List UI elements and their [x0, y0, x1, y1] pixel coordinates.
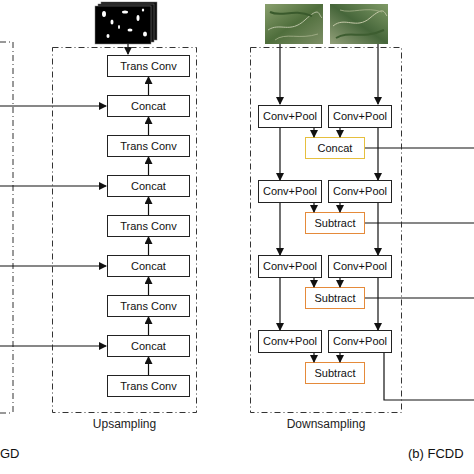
flow-arrow — [339, 203, 340, 212]
flow-arrow — [148, 77, 149, 95]
box-text: Conv+Pool — [333, 260, 387, 272]
layer-box: Conv+Pool — [328, 255, 392, 278]
concat-box: Concat — [305, 137, 365, 159]
layer-box: Concat — [107, 335, 190, 357]
flow-arrow — [279, 278, 280, 330]
section-title: Downsampling — [250, 417, 402, 431]
layer-box: Trans Conv — [107, 375, 190, 397]
box-text: Conv+Pool — [333, 335, 387, 347]
flow-arrow — [313, 353, 314, 362]
layer-box: Conv+Pool — [328, 180, 392, 203]
section-frame: DownsamplingConv+PoolConv+PoolConcatConv… — [250, 47, 402, 413]
box-text: Subtract — [315, 367, 356, 379]
section-frame: UpsamplingTrans ConvConcatTrans ConvConc… — [52, 47, 197, 413]
box-text: Conv+Pool — [333, 110, 387, 122]
layer-box: Concat — [107, 175, 190, 197]
section-title: Upsampling — [52, 417, 197, 431]
box-text: Conv+Pool — [333, 185, 387, 197]
flow-arrow — [148, 317, 149, 335]
caption-label: GD — [0, 446, 20, 461]
left-dashed-frame — [0, 42, 13, 413]
flow-arrow — [339, 128, 340, 137]
layer-box: Concat — [107, 255, 190, 277]
flow-arrow — [313, 128, 314, 137]
box-text: Trans Conv — [120, 140, 176, 152]
box-text: Conv+Pool — [263, 110, 317, 122]
layer-box: Conv+Pool — [258, 105, 322, 128]
dash-dot-rect — [251, 48, 402, 413]
flow-arrow — [313, 203, 314, 212]
output-mask-image — [95, 2, 157, 54]
flow-arrow — [339, 278, 340, 287]
satellite-image-b — [330, 4, 388, 104]
box-text: Subtract — [315, 292, 356, 304]
flow-arrow — [148, 277, 149, 295]
box-text: Conv+Pool — [263, 335, 317, 347]
box-text: Conv+Pool — [263, 185, 317, 197]
box-text: Concat — [131, 180, 166, 192]
layer-box: Concat — [107, 95, 190, 117]
flow-arrow — [377, 203, 378, 255]
layer-box: Conv+Pool — [258, 330, 322, 353]
subtract-box: Subtract — [305, 287, 365, 309]
flow-arrow — [377, 128, 378, 180]
layer-box: Trans Conv — [107, 55, 190, 77]
box-text: Concat — [318, 142, 353, 154]
satellite-image-a — [265, 4, 323, 104]
box-text: Trans Conv — [120, 380, 176, 392]
flow-arrow — [279, 128, 280, 180]
box-text: Trans Conv — [120, 60, 176, 72]
flow-arrow — [339, 353, 340, 362]
flow-arrow — [148, 117, 149, 135]
layer-box: Trans Conv — [107, 215, 190, 237]
box-text: Trans Conv — [120, 220, 176, 232]
flow-arrow — [279, 203, 280, 255]
layer-box: Trans Conv — [107, 295, 190, 317]
dash-dot-rect — [53, 48, 197, 413]
flow-arrow — [148, 197, 149, 215]
layer-box: Trans Conv — [107, 135, 190, 157]
box-text: Trans Conv — [120, 300, 176, 312]
box-text: Subtract — [315, 217, 356, 229]
subtract-box: Subtract — [305, 212, 365, 234]
box-text: Concat — [131, 340, 166, 352]
layer-box: Conv+Pool — [258, 255, 322, 278]
subtract-box: Subtract — [305, 362, 365, 384]
box-text: Concat — [131, 260, 166, 272]
layer-box: Conv+Pool — [328, 330, 392, 353]
flow-arrow — [148, 357, 149, 375]
caption-label: (b) FCDD — [408, 446, 464, 461]
flow-arrow — [313, 278, 314, 287]
layer-box: Conv+Pool — [258, 180, 322, 203]
flow-arrow — [377, 278, 378, 330]
layer-box: Conv+Pool — [328, 105, 392, 128]
flow-arrow — [148, 237, 149, 255]
flow-arrow — [148, 157, 149, 175]
box-text: Concat — [131, 100, 166, 112]
box-text: Conv+Pool — [263, 260, 317, 272]
